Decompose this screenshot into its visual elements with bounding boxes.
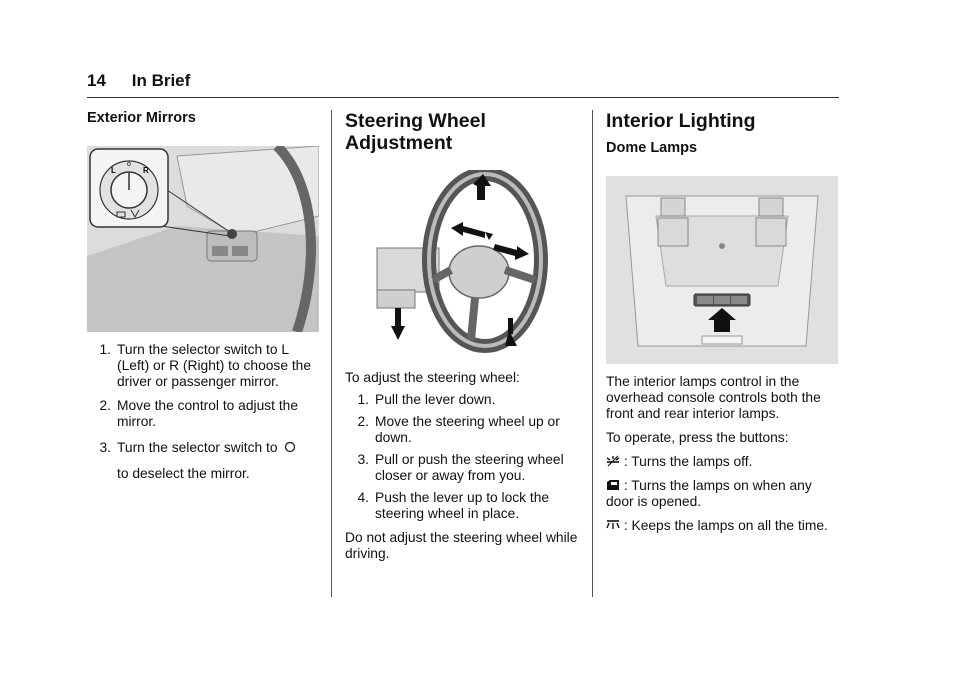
list-item: 3. Turn the selector switch to bbox=[87, 440, 321, 456]
arrow-icon bbox=[505, 318, 517, 346]
column-interior-lighting: Interior Lighting Dome Lamps The interio… bbox=[606, 110, 840, 534]
column-steering-wheel: Steering Wheel Adjustment To adjust the … bbox=[345, 110, 581, 562]
steering-wheel-rim bbox=[273, 146, 316, 332]
arrow-icon bbox=[708, 308, 736, 332]
knob-label-center: o bbox=[127, 161, 131, 168]
steering-intro: To adjust the steering wheel: bbox=[345, 370, 520, 385]
mirror-control-illustration: L o R bbox=[87, 146, 319, 332]
map-lamp-right bbox=[758, 197, 784, 217]
arrow-icon bbox=[451, 222, 493, 240]
exterior-mirrors-heading: Exterior Mirrors bbox=[87, 110, 196, 126]
steering-steps: 1. Pull the lever down. 2. Move the stee… bbox=[345, 392, 581, 522]
list-item: 4. Push the lever up to lock the steerin… bbox=[357, 490, 550, 521]
map-lamp-left bbox=[660, 197, 686, 217]
list-item: 2. Move the control to adjust the mirror… bbox=[99, 398, 298, 429]
list-item: 1. Turn the selector switch to L (Left) … bbox=[99, 342, 312, 389]
lamp-on-icon bbox=[606, 520, 620, 529]
door-lamp-icon bbox=[607, 480, 619, 490]
door-panel bbox=[87, 226, 319, 332]
list-item: 3. Pull or push the steering wheel close… bbox=[357, 452, 564, 483]
airbag-hub bbox=[448, 245, 510, 299]
arrow-icon bbox=[473, 174, 491, 200]
column-divider bbox=[592, 110, 593, 597]
page-number: 14 bbox=[87, 71, 106, 90]
list-item: 2. Move the steering wheel up or down. bbox=[357, 414, 560, 445]
column-divider bbox=[331, 110, 332, 597]
arrow-icon bbox=[391, 308, 405, 340]
list-item: : Keeps the lamps on all the time. bbox=[606, 518, 840, 534]
page-header: 14 In Brief bbox=[87, 71, 190, 91]
list-item: : Turns the lamps on when any door is op… bbox=[606, 478, 812, 509]
header-rule bbox=[87, 97, 839, 98]
dome-para2: To operate, press the buttons: bbox=[606, 430, 789, 445]
lamp-off-icon bbox=[606, 455, 620, 467]
dashboard bbox=[176, 146, 319, 237]
mirror-fold-icon bbox=[116, 209, 140, 219]
mirror-steps: 1. Turn the selector switch to L (Left) … bbox=[87, 342, 321, 482]
knob-label-left: L bbox=[111, 166, 116, 175]
dome-lamp-illustration bbox=[606, 176, 838, 364]
column-exterior-mirrors: Exterior Mirrors L o R 1. Turn the selec… bbox=[87, 110, 321, 482]
section-title: In Brief bbox=[131, 71, 191, 90]
list-item: : Turns the lamps off. bbox=[606, 454, 840, 470]
steering-wheel-illustration bbox=[376, 170, 548, 353]
dome-para1: The interior lamps control in the overhe… bbox=[606, 374, 821, 421]
dome-lamps-subheading: Dome Lamps bbox=[606, 140, 698, 156]
steering-heading-line1: Steering Wheel bbox=[345, 110, 486, 132]
steering-spokes bbox=[431, 266, 537, 341]
list-item: 1. Pull the lever down. bbox=[357, 392, 496, 407]
knob-label-right: R bbox=[143, 166, 149, 175]
steering-heading-line2: Adjustment bbox=[345, 132, 453, 154]
interior-lighting-heading: Interior Lighting bbox=[606, 110, 756, 132]
list-item: to deselect the mirror. bbox=[117, 466, 250, 481]
steering-warning: Do not adjust the steering wheel while d… bbox=[345, 530, 578, 561]
off-position-icon bbox=[285, 441, 296, 453]
arrow-icon bbox=[493, 244, 529, 260]
